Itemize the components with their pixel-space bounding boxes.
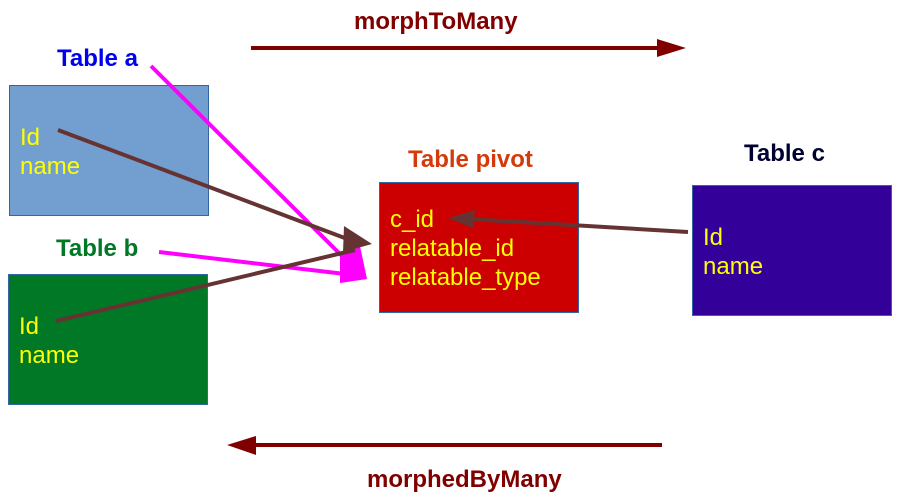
table-a-field-name: name	[20, 153, 81, 180]
table-pivot-field-relatable-type: relatable_type	[390, 264, 541, 291]
table-b-title: Table b	[56, 235, 139, 262]
table-a-title: Table a	[57, 45, 138, 72]
table-b-box: Id name	[8, 274, 208, 405]
table-a-field-id: Id	[20, 124, 41, 151]
morphed-by-many-label: morphedByMany	[367, 466, 562, 493]
morphed-by-many-arrow	[227, 436, 662, 455]
table-pivot-field-relatable-id: relatable_id	[390, 235, 515, 262]
table-c-title: Table c	[744, 140, 825, 167]
morph-to-many-label: morphToMany	[354, 8, 518, 35]
table-pivot-box: c_id relatable_id relatable_type	[379, 182, 579, 313]
table-c-field-name: name	[703, 253, 764, 280]
table-b-field-id: Id	[19, 313, 40, 340]
table-a-box: Id name	[9, 85, 209, 216]
table-c-box: Id name	[692, 185, 892, 316]
table-b-field-name: name	[19, 342, 80, 369]
morph-to-many-arrow	[251, 39, 686, 57]
table-pivot-title: Table pivot	[408, 146, 533, 173]
table-pivot-field-c-id: c_id	[390, 206, 435, 233]
table-c-field-id: Id	[703, 224, 724, 251]
